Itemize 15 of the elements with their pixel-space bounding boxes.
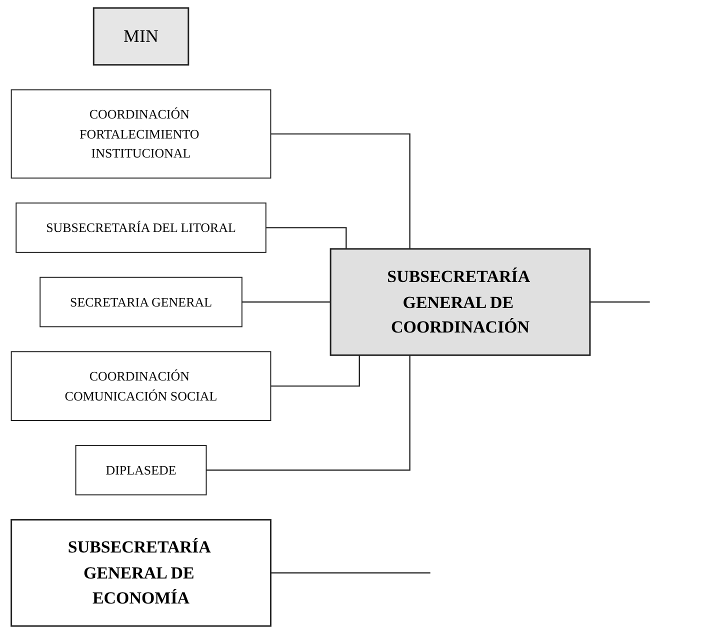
connector <box>266 227 347 249</box>
node-box: SECRETARIA GENERAL <box>40 276 242 328</box>
node-box: DIPLASEDE <box>75 444 207 496</box>
connector <box>270 355 360 387</box>
connector <box>242 301 332 303</box>
connector <box>270 133 410 249</box>
connector <box>206 355 410 471</box>
node-box: SUBSECRETARÍA GENERAL DE ECONOMÍA <box>10 519 272 627</box>
node-box: COORDINACIÓN COMUNICACIÓN SOCIAL <box>10 351 272 421</box>
connector <box>590 301 650 303</box>
node-box: COORDINACIÓN FORTALECIMIENTO INSTITUCIONAL <box>10 89 272 179</box>
node-box: SUBSECRETARÍA GENERAL DE COORDINACIÓN <box>330 248 591 356</box>
connector <box>270 572 431 574</box>
node-box: SUBSECRETARÍA DEL LITORAL <box>16 202 266 253</box>
node-box: MIN <box>92 7 190 66</box>
